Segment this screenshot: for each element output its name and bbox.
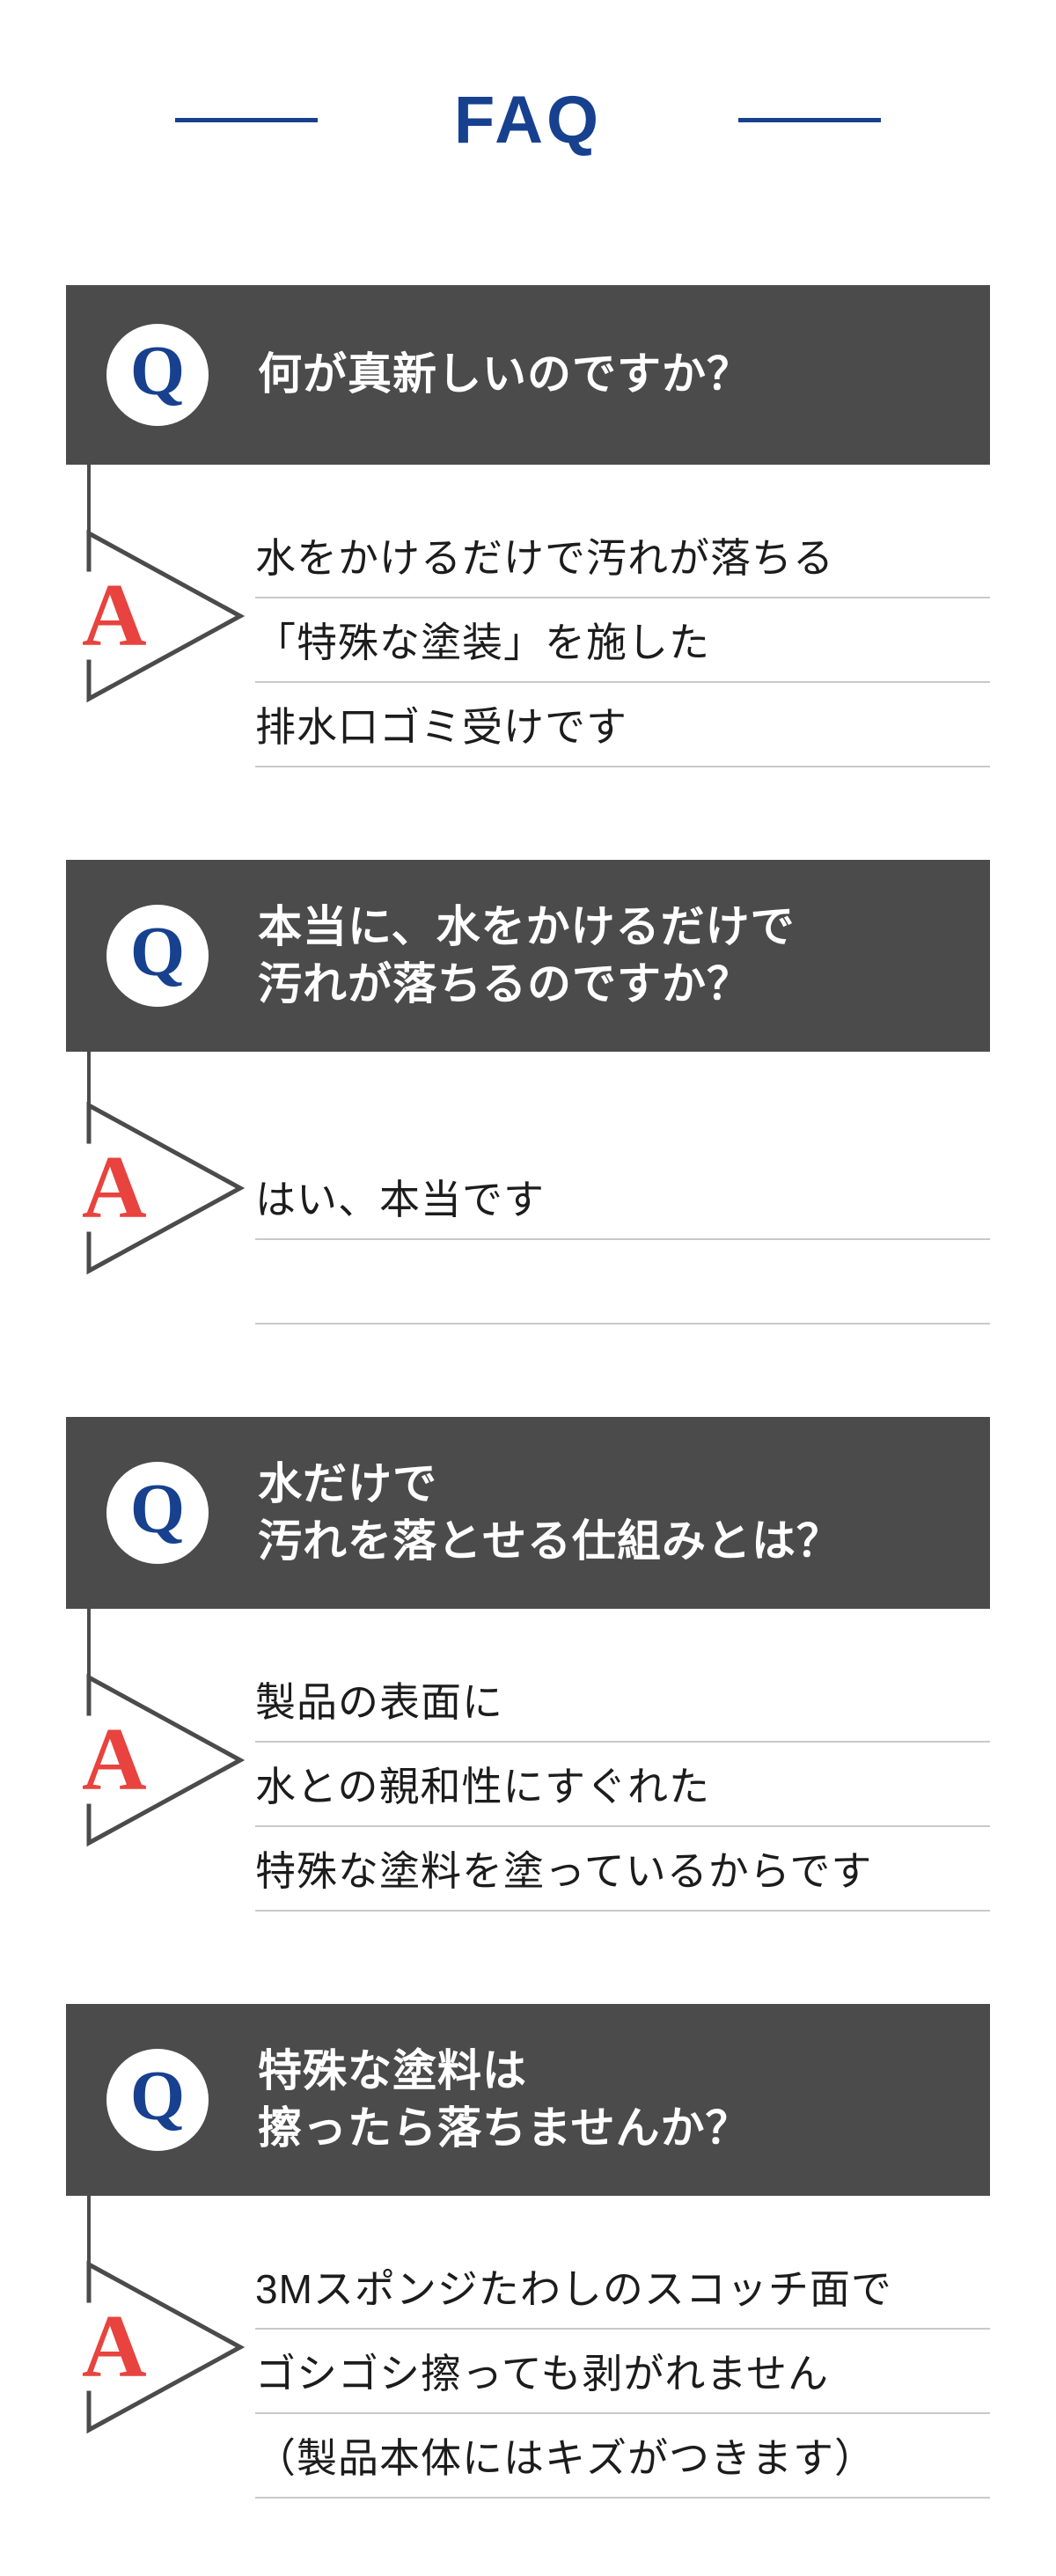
faq-list: Q 何が真新しいのですか？ A 水をかけるだけで汚れが落ちる「特殊な塗装」を施し…: [0, 284, 1056, 2499]
answer-lines: 製品の表面に水との親和性にすぐれた特殊な塗料を塗っているからです: [255, 1609, 990, 1912]
answer-gutter: A: [66, 2195, 255, 2499]
answer-line: 3Mスポンジたわしのスコッチ面で: [255, 2245, 990, 2330]
answer-line: 水との親和性にすぐれた: [255, 1743, 990, 1827]
answer-marker: A: [66, 1100, 255, 1276]
question-bar: Q 本当に、水をかけるだけで 汚れが落ちるのですか？: [66, 859, 990, 1052]
question-bar: Q 特殊な塗料は 擦ったら落ちませんか？: [66, 2003, 990, 2196]
answer-gutter: A: [66, 464, 255, 767]
q-badge: Q: [106, 323, 209, 426]
answer-lines: はい、本当です: [255, 1052, 990, 1325]
title-rule-right: [738, 118, 882, 123]
question-bar: Q 何が真新しいのですか？: [66, 284, 990, 465]
question-text: 本当に、水をかけるだけで 汚れが落ちるのですか？: [258, 901, 796, 1009]
connector-line: [87, 464, 91, 533]
a-letter: A: [77, 1142, 152, 1233]
a-letter: A: [77, 1714, 152, 1805]
answer-section: A 製品の表面に水との親和性にすぐれた特殊な塗料を塗っているからです: [66, 1608, 990, 1912]
connector-line: [87, 1051, 91, 1105]
q-letter: Q: [129, 333, 186, 411]
question-text: 何が真新しいのですか？: [258, 349, 752, 400]
answer-line: 「特殊な塗装」を施した: [255, 598, 990, 683]
q-badge: Q: [106, 904, 209, 1007]
answer-gutter: A: [66, 1608, 255, 1912]
question-text: 水だけで 汚れを落とせる仕組みとは？: [258, 1458, 841, 1566]
answer-section: A 3Mスポンジたわしのスコッチ面でゴシゴシ擦っても剥がれません（製品本体にはキ…: [66, 2195, 990, 2499]
answer-line: 水をかけるだけで汚れが落ちる: [255, 514, 990, 598]
answer-marker: A: [66, 2259, 255, 2435]
q-badge: Q: [106, 1461, 209, 1564]
faq-block: Q 本当に、水をかけるだけで 汚れが落ちるのですか？ A はい、本当です: [66, 859, 990, 1325]
a-letter: A: [77, 570, 152, 661]
answer-marker: A: [66, 1672, 255, 1848]
answer-line: [255, 1240, 990, 1325]
answer-line: 特殊な塗料を塗っているからです: [255, 1827, 990, 1912]
answer-marker: A: [66, 528, 255, 704]
title-rule-left: [174, 118, 318, 123]
faq-block: Q 何が真新しいのですか？ A 水をかけるだけで汚れが落ちる「特殊な塗装」を施し…: [66, 284, 990, 767]
q-badge: Q: [106, 2048, 209, 2151]
answer-section: A 水をかけるだけで汚れが落ちる「特殊な塗装」を施した排水口ゴミ受けです: [66, 464, 990, 767]
answer-line: はい、本当です: [255, 1156, 990, 1240]
answer-line: 排水口ゴミ受けです: [255, 683, 990, 767]
answer-line: ゴシゴシ擦っても剥がれません: [255, 2330, 990, 2414]
faq-block: Q 特殊な塗料は 擦ったら落ちませんか？ A 3Mスポンジたわしのスコッチ面でゴ…: [66, 2003, 990, 2499]
answer-gutter: A: [66, 1051, 255, 1325]
faq-header: FAQ: [0, 0, 1056, 158]
q-letter: Q: [129, 914, 186, 992]
answer-section: A はい、本当です: [66, 1051, 990, 1325]
a-letter: A: [77, 2301, 152, 2392]
question-text: 特殊な塗料は 擦ったら落ちませんか？: [258, 2045, 751, 2153]
q-letter: Q: [129, 2058, 186, 2136]
faq-block: Q 水だけで 汚れを落とせる仕組みとは？ A 製品の表面に水との親和性にすぐれた…: [66, 1416, 990, 1912]
page-title: FAQ: [453, 83, 603, 158]
answer-line: 製品の表面に: [255, 1658, 990, 1743]
connector-line: [87, 2195, 91, 2264]
answer-line: （製品本体にはキズがつきます）: [255, 2414, 990, 2499]
answer-lines: 3Mスポンジたわしのスコッチ面でゴシゴシ擦っても剥がれません（製品本体にはキズが…: [255, 2196, 990, 2499]
question-bar: Q 水だけで 汚れを落とせる仕組みとは？: [66, 1416, 990, 1609]
answer-lines: 水をかけるだけで汚れが落ちる「特殊な塗装」を施した排水口ゴミ受けです: [255, 465, 990, 767]
q-letter: Q: [129, 1471, 186, 1549]
connector-line: [87, 1608, 91, 1677]
